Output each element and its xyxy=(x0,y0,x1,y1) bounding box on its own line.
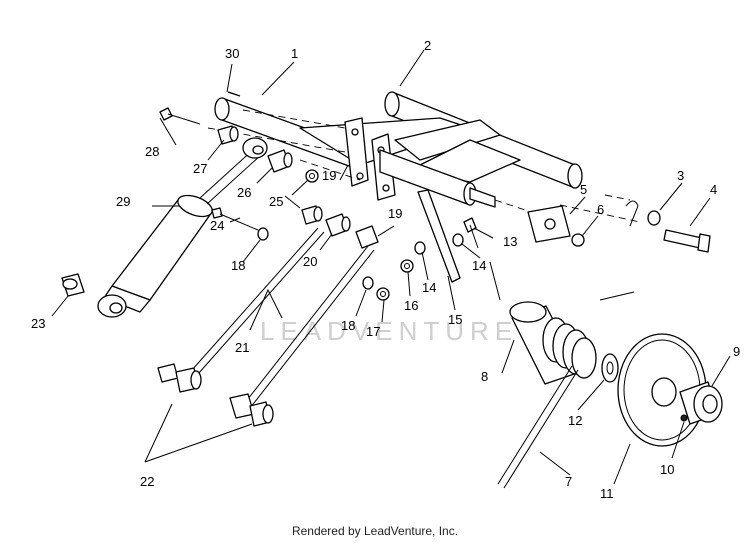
callout-29: 29 xyxy=(116,194,130,209)
callout-17: 17 xyxy=(366,324,380,339)
parts-diagram: LEADVENTURE xyxy=(31,38,740,501)
callout-10: 10 xyxy=(660,462,674,477)
callout-22: 22 xyxy=(140,474,154,489)
callout-7: 7 xyxy=(565,474,572,489)
watermark-text: LEADVENTURE xyxy=(260,316,518,346)
callout-30: 30 xyxy=(225,46,239,61)
callout-28: 28 xyxy=(145,144,159,159)
callout-6: 6 xyxy=(597,202,604,217)
callout-8: 8 xyxy=(481,369,488,384)
callout-14b: 14 xyxy=(422,280,436,295)
shock-absorber xyxy=(97,137,268,318)
callout-24: 24 xyxy=(210,218,224,233)
callout-5: 5 xyxy=(580,182,587,197)
callout-4: 4 xyxy=(710,182,717,197)
callout-3: 3 xyxy=(677,168,684,183)
leader-lines xyxy=(51,49,731,485)
callout-2: 2 xyxy=(424,38,431,53)
callout-13: 13 xyxy=(503,234,517,249)
callout-19b: 19 xyxy=(388,206,402,221)
idler-wheel-assembly xyxy=(489,261,723,489)
callout-15: 15 xyxy=(448,312,462,327)
callout-9: 9 xyxy=(733,344,740,359)
footer-credit: Rendered by LeadVenture, Inc. xyxy=(291,524,459,538)
callout-11: 11 xyxy=(600,486,614,501)
callout-1: 1 xyxy=(291,46,298,61)
callout-20: 20 xyxy=(303,254,317,269)
callout-18a: 18 xyxy=(231,258,245,273)
callout-14a: 14 xyxy=(472,258,486,273)
callout-27: 27 xyxy=(193,161,207,176)
callout-19a: 19 xyxy=(322,168,336,183)
hardware xyxy=(61,107,711,301)
callout-21: 21 xyxy=(235,340,249,355)
callout-23: 23 xyxy=(31,316,45,331)
callout-26: 26 xyxy=(237,185,251,200)
callout-16: 16 xyxy=(404,298,418,313)
callout-25: 25 xyxy=(269,194,283,209)
cross-shaft-assembly xyxy=(207,91,641,283)
callout-18b: 18 xyxy=(341,318,355,333)
callout-12: 12 xyxy=(568,413,582,428)
callouts: 30 1 2 3 4 5 6 7 8 9 10 11 12 13 14 14 1… xyxy=(31,38,740,501)
links xyxy=(144,227,375,463)
